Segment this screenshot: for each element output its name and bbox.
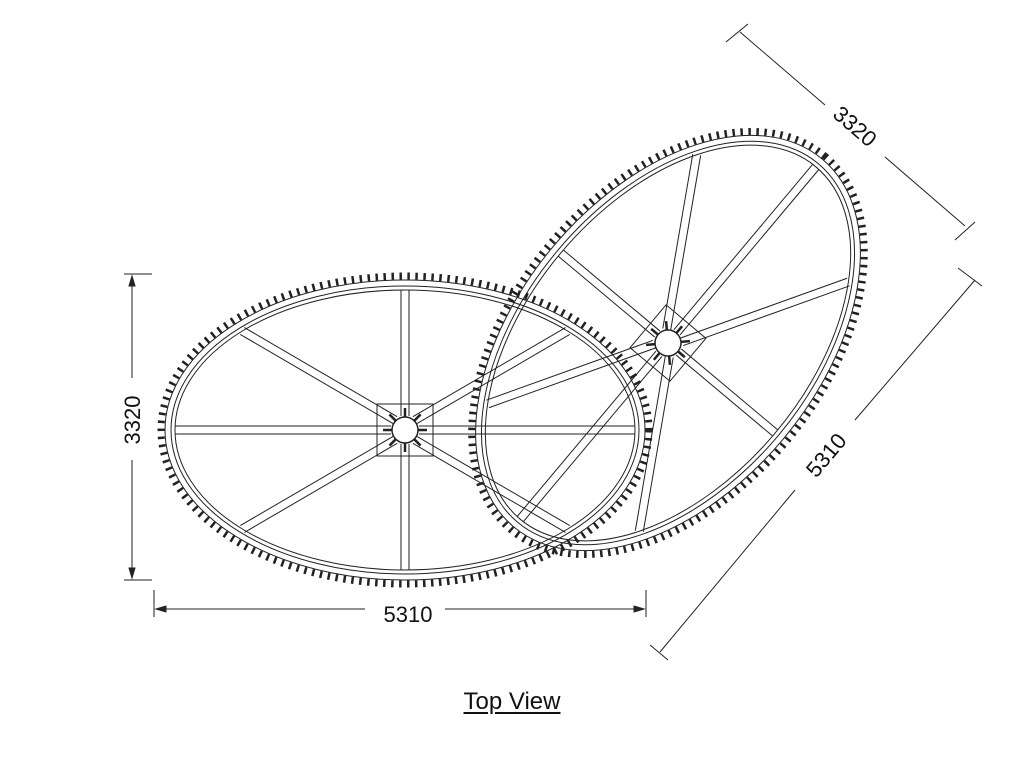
hub-bolt	[675, 325, 684, 334]
dimension-right-width-label: 3320	[828, 101, 881, 152]
hub-center	[391, 416, 419, 444]
dimension-right-width	[725, 23, 976, 241]
rail-ring	[480, 140, 856, 546]
hub-center	[654, 329, 682, 357]
spoke	[486, 339, 653, 401]
horizontal-wheel	[157, 272, 653, 588]
spoke	[680, 348, 779, 431]
spoke	[557, 255, 656, 338]
spoke	[240, 333, 394, 424]
gear-teeth	[157, 272, 653, 588]
hub-bolt	[652, 352, 661, 361]
dimension-left-width-label: 3320	[120, 396, 145, 445]
gear-teeth	[468, 127, 868, 559]
hub-bolt	[388, 438, 397, 447]
spoke	[662, 154, 694, 329]
inner-ring	[484, 144, 852, 542]
spoke	[634, 356, 666, 531]
dimension-left-length	[153, 590, 647, 617]
spoke	[522, 355, 663, 523]
hub-bolt	[664, 320, 669, 331]
spoke	[244, 327, 398, 418]
rail-ring	[170, 285, 640, 575]
inner-ring	[174, 289, 636, 571]
hub-bolt	[650, 327, 659, 336]
dimension-right-length-label: 5310	[801, 428, 852, 482]
spoke	[244, 442, 398, 533]
spoke	[670, 155, 702, 330]
spoke	[488, 347, 656, 409]
hub-bolt	[413, 413, 422, 422]
hub-bolt	[667, 355, 672, 366]
spoke	[683, 285, 850, 347]
hub-bolt	[680, 339, 691, 344]
spoke	[516, 350, 657, 517]
dimension-right-length	[649, 267, 983, 661]
spoke	[412, 442, 566, 533]
spoke	[673, 163, 814, 331]
rotated-wheel	[468, 127, 868, 559]
outer-ring	[164, 279, 646, 581]
hub-bolt	[388, 413, 397, 422]
spoke	[563, 249, 661, 332]
dimension-left-width	[124, 273, 152, 581]
spoke	[680, 277, 848, 339]
spoke	[412, 327, 566, 418]
spoke	[642, 357, 674, 532]
spoke	[240, 436, 394, 527]
outer-ring	[475, 134, 861, 552]
view-title: Top View	[463, 688, 561, 715]
dimension-left-length-label: 5310	[384, 602, 433, 627]
spoke	[675, 354, 773, 437]
hub-bolt	[677, 350, 686, 359]
hub-bolt	[645, 342, 656, 347]
hub-bolt	[413, 438, 422, 447]
spoke	[679, 169, 820, 336]
